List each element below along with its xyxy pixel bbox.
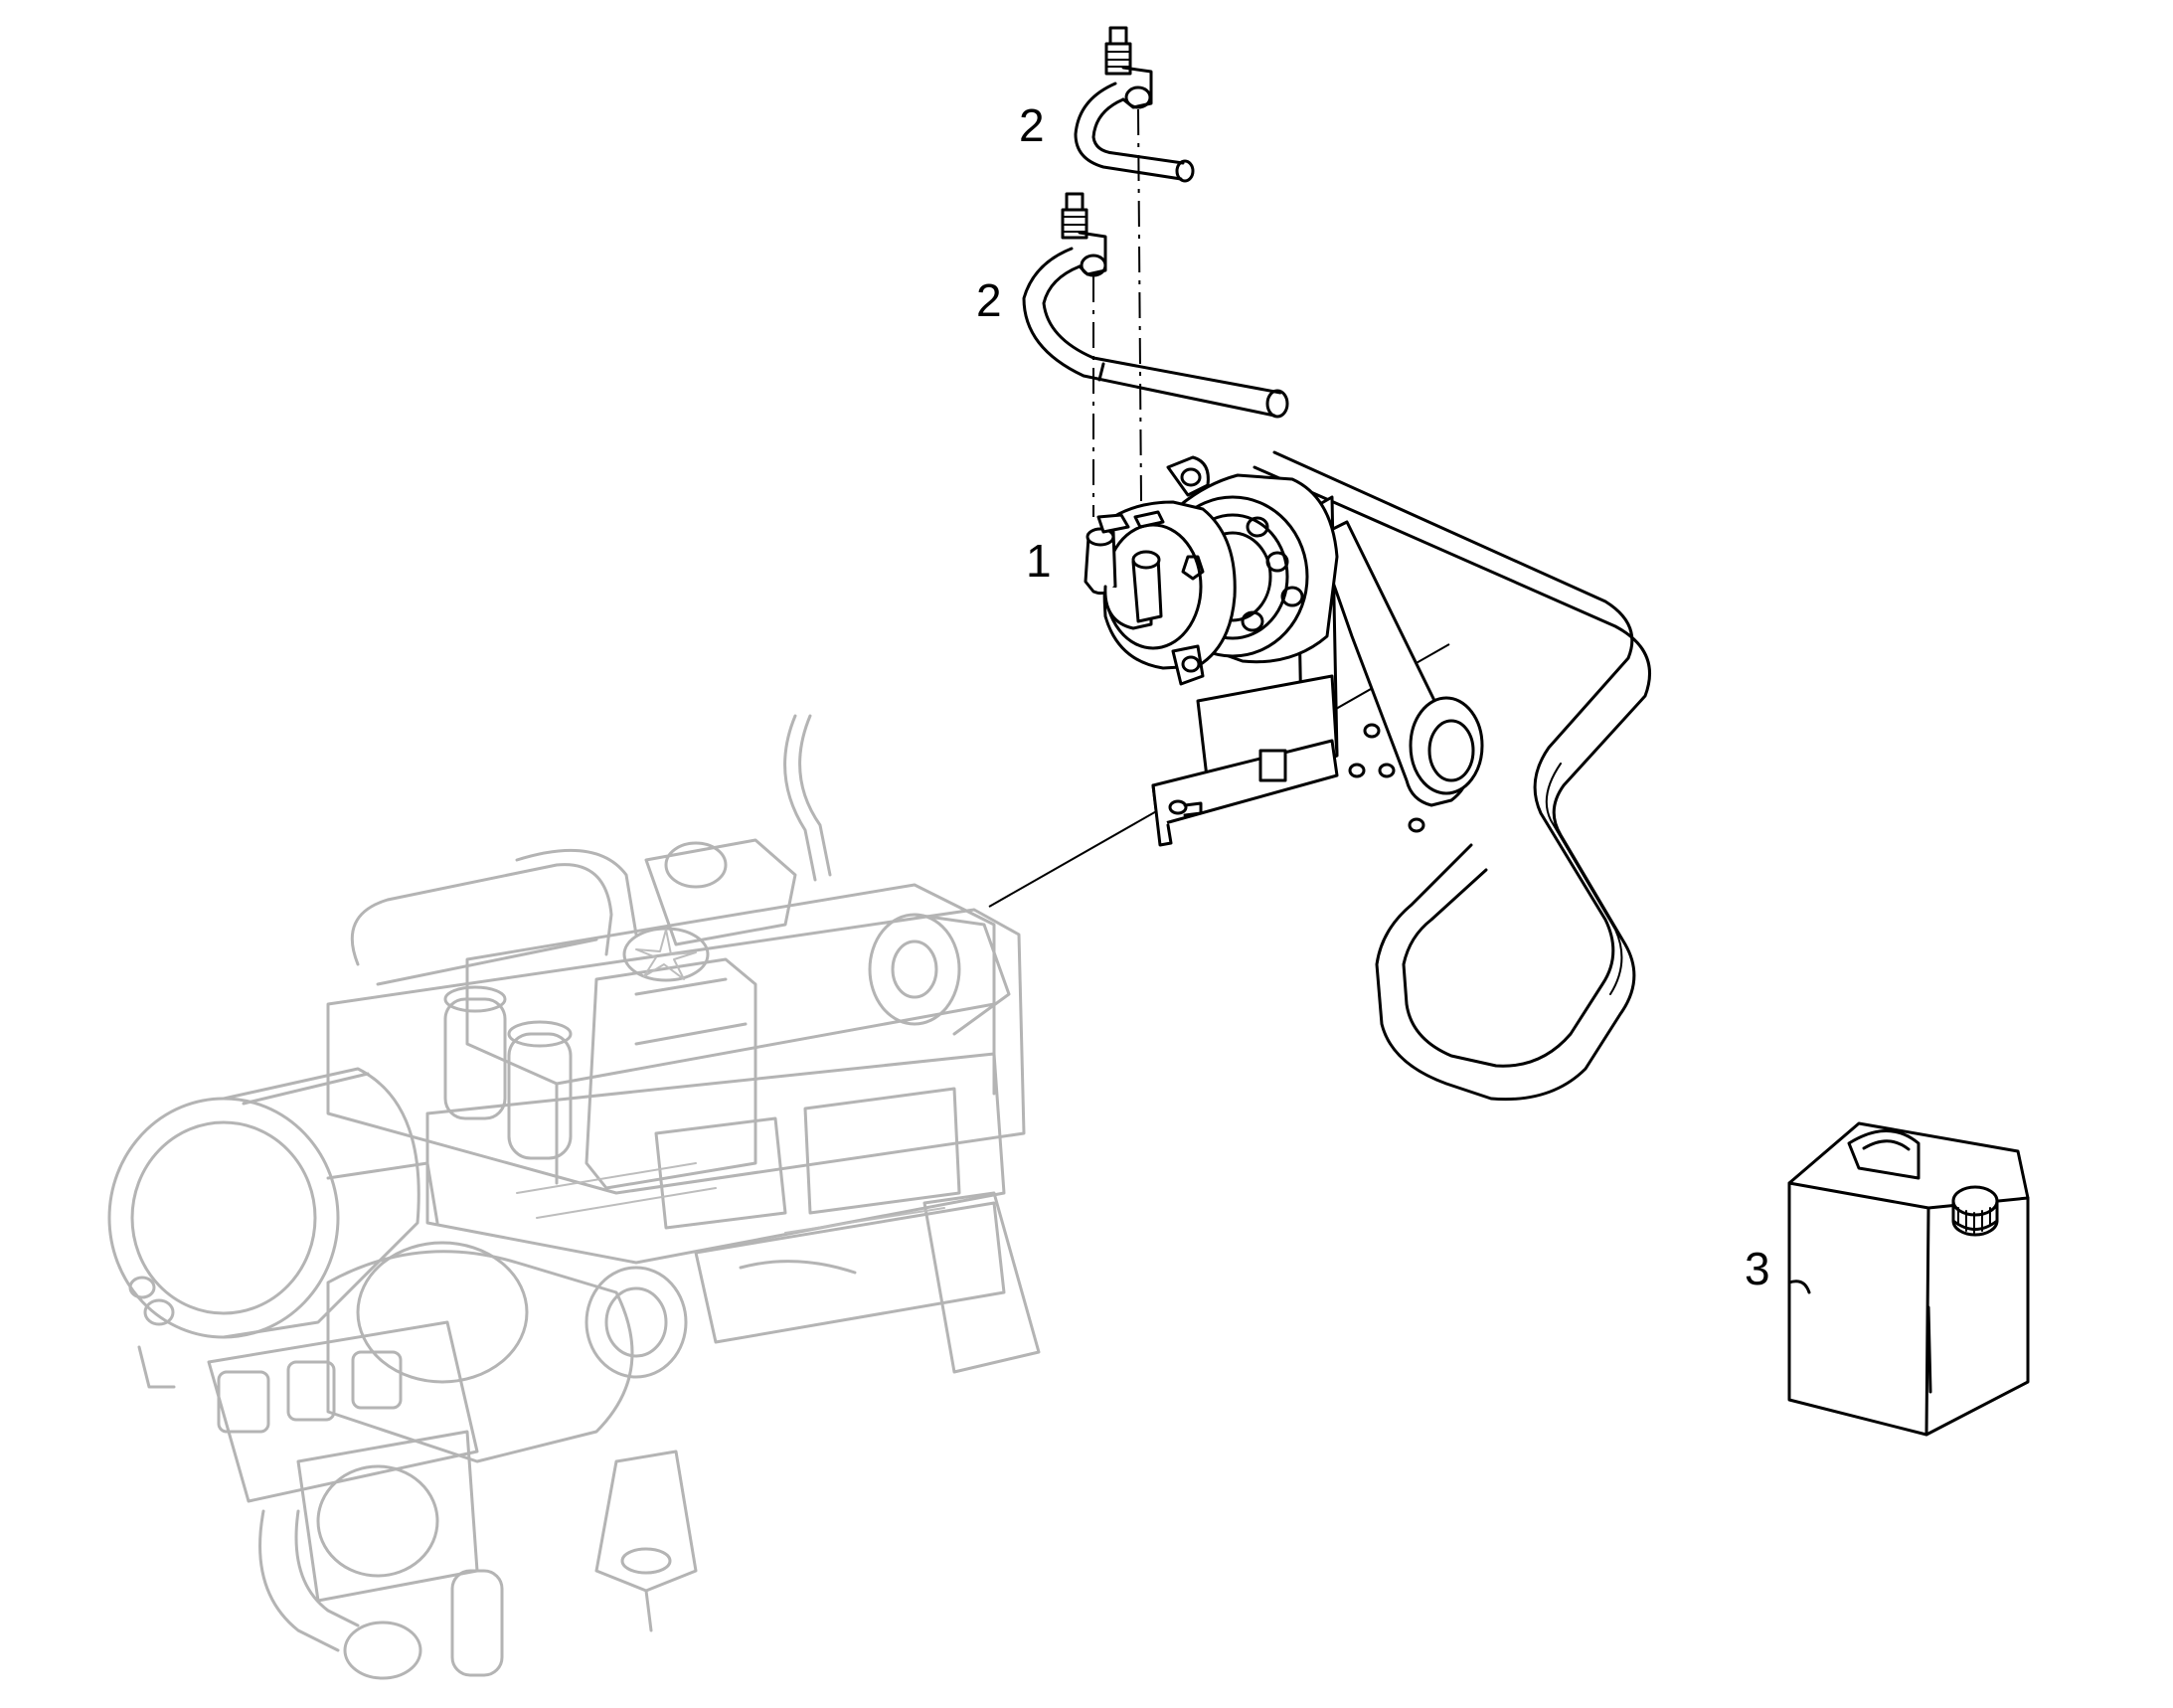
hose-upper	[1074, 26, 1195, 183]
callout-hose-lower: 2	[976, 274, 1002, 326]
hose-lower	[1022, 192, 1289, 419]
callout-hose-upper: 2	[1019, 99, 1045, 151]
engine-assembly	[107, 714, 1041, 1680]
alignment-line-upper	[1137, 108, 1142, 503]
callout-compressor: 1	[1026, 535, 1052, 587]
compressor-assembly	[1084, 450, 1651, 1102]
coolant-canister	[1787, 1121, 2030, 1437]
callout-canister: 3	[1745, 1243, 1770, 1294]
